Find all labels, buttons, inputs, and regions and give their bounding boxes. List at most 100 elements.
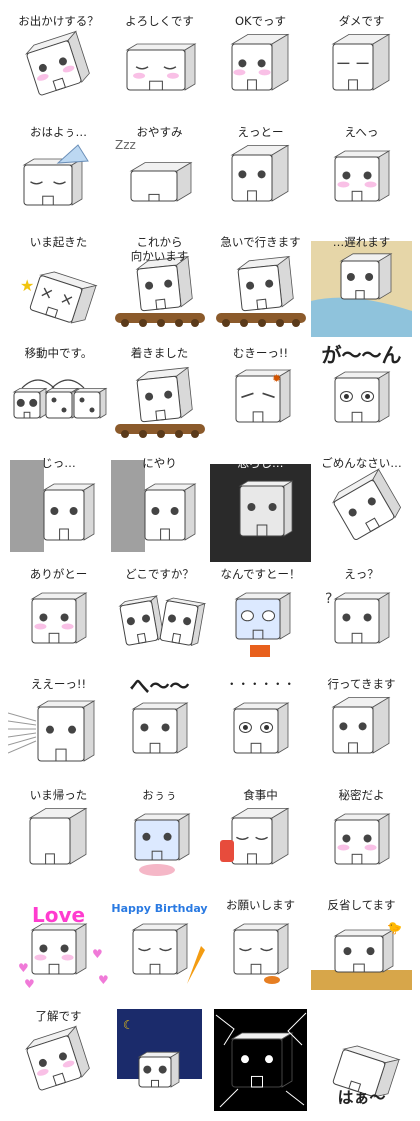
sticker-cell[interactable]: よろしくです (109, 10, 210, 121)
sticker-illustration (230, 33, 290, 91)
eye-icon (265, 1054, 273, 1063)
door-mouth (48, 963, 60, 975)
sticker-cell[interactable]: ★ いま起きた (8, 231, 109, 342)
wall (111, 460, 145, 552)
sticker-caption: …遅れます (332, 235, 391, 249)
sticker-cell[interactable]: 秘密だよ (311, 784, 412, 895)
sticker-cell[interactable]: OKでっす (210, 10, 311, 121)
cube-character (331, 33, 391, 91)
eye-icon (138, 947, 151, 952)
question-icon: ? (325, 591, 332, 607)
crack-line (215, 1014, 235, 1045)
wall (10, 460, 44, 552)
sticker-cell[interactable]: 行ってきます (311, 673, 412, 784)
sticker-illustration (30, 591, 88, 644)
eye-icon (255, 836, 268, 840)
sticker-cell[interactable] (210, 1005, 311, 1116)
star-icon: ★ (20, 276, 34, 295)
eye-icon (247, 503, 256, 511)
sticker-illustration (131, 923, 205, 984)
door-mouth (348, 1079, 362, 1092)
sticker-cell[interactable]: ごめんなさい… (311, 452, 412, 563)
sticker-cell[interactable]: 恐ろし… (210, 452, 311, 563)
door-mouth (151, 850, 163, 860)
cheek-blush (258, 69, 271, 76)
cube-character (234, 591, 292, 640)
sticker-cell[interactable]: ありがとー (8, 563, 109, 674)
sticker-cell[interactable]: 食事中 (210, 784, 311, 895)
crack-line (287, 1012, 307, 1045)
sticker-cell[interactable]: はぁ～ (311, 1005, 412, 1116)
door-mouth (351, 853, 363, 864)
door-mouth (348, 79, 358, 91)
cube-character (230, 33, 290, 91)
sticker-cell[interactable]: ええーっ!! (8, 673, 109, 784)
sticker-caption: ええーっ!! (30, 677, 87, 691)
sticker-cell[interactable]: おぅぅ (109, 784, 210, 895)
sticker-cell[interactable]: にやり (109, 452, 210, 563)
sticker-cell[interactable]: 了解です (8, 1005, 109, 1116)
sticker-caption: いま起きた (29, 235, 88, 249)
sticker-cell[interactable]: ♥♥♥♥Love (8, 894, 109, 1005)
door-mouth (155, 298, 167, 310)
cube-character (131, 702, 189, 754)
sticker-caption: 着きました (130, 345, 189, 360)
sticker-cell[interactable]: 着きました (109, 342, 210, 453)
cube-character (230, 144, 290, 202)
sticker-cell[interactable]: なんですとー！ (210, 563, 311, 674)
sticker-illustration (332, 468, 402, 540)
sticker-cell[interactable]: これから 向かいます (109, 231, 210, 342)
sticker-illustration (332, 1045, 401, 1097)
cheek-blush (37, 1068, 49, 1076)
sticker-cell[interactable]: ?えっ？ (311, 563, 412, 674)
sticker-cell[interactable]: いま帰った (8, 784, 109, 895)
sticker-cell[interactable]: が～～ん (311, 342, 412, 453)
sticker-caption: なんですとー！ (220, 566, 301, 581)
door-mouth (348, 742, 358, 754)
sticker-cell[interactable]: えへっ (311, 121, 412, 232)
sticker-cell[interactable]: えっとー (210, 121, 311, 232)
cube-character (131, 923, 189, 975)
cheek-blush (233, 69, 246, 76)
sticker-cell[interactable]: ダメです (311, 10, 412, 121)
door-mouth (48, 632, 60, 643)
sticker-cell[interactable]: 移動中です。 (8, 342, 109, 453)
sticker-illustration: ☾ (117, 1008, 202, 1088)
eye-icon (238, 169, 247, 178)
sticker-cell[interactable]: ・・・・・・ (210, 673, 311, 784)
sticker-cell[interactable]: お願いします (210, 894, 311, 1005)
sticker-caption: むきーっ!! (232, 345, 289, 360)
sticker-cell[interactable]: ✹むきーっ!! (210, 342, 311, 453)
eye-icon (348, 508, 357, 517)
pot-icon (220, 839, 234, 862)
eye-icon (183, 616, 192, 625)
sticker-caption: が～～ん (321, 342, 402, 367)
sticker-caption: Happy Birthday (111, 902, 208, 915)
sticker-caption: お願いします (226, 898, 295, 912)
door-mouth (150, 1079, 160, 1088)
sticker-cell[interactable]: おはよぅ… (8, 121, 109, 232)
eye-icon (241, 1054, 249, 1063)
sticker-cell[interactable]: 急いで行きます (210, 231, 311, 342)
sticker-illustration (232, 702, 290, 754)
sticker-cell[interactable]: …遅れます (311, 231, 412, 342)
cube-character (232, 923, 290, 975)
sticker-cell[interactable]: お出かけする？ (8, 10, 109, 121)
eye-icon (262, 392, 275, 398)
eye-icon (339, 722, 348, 731)
sticker-cell[interactable]: へ～～ (109, 673, 210, 784)
sticker-illustration (331, 33, 391, 91)
sticker-cell[interactable]: Happy Birthday (109, 894, 210, 1005)
sticker-cell[interactable]: ☾ (109, 1005, 210, 1116)
cube-character (333, 370, 391, 423)
cube-character (30, 591, 88, 644)
sticker-cell[interactable]: じっ… (8, 452, 109, 563)
cube-character (12, 387, 48, 419)
cube-character (230, 1031, 294, 1088)
cube-character (333, 929, 395, 973)
sticker-illustration (331, 696, 391, 754)
sticker-caption: 移動中です。 (24, 345, 93, 360)
sticker-cell[interactable]: 🐤反省してます (311, 894, 412, 1005)
sticker-cell[interactable]: どこですか？ (109, 563, 210, 674)
